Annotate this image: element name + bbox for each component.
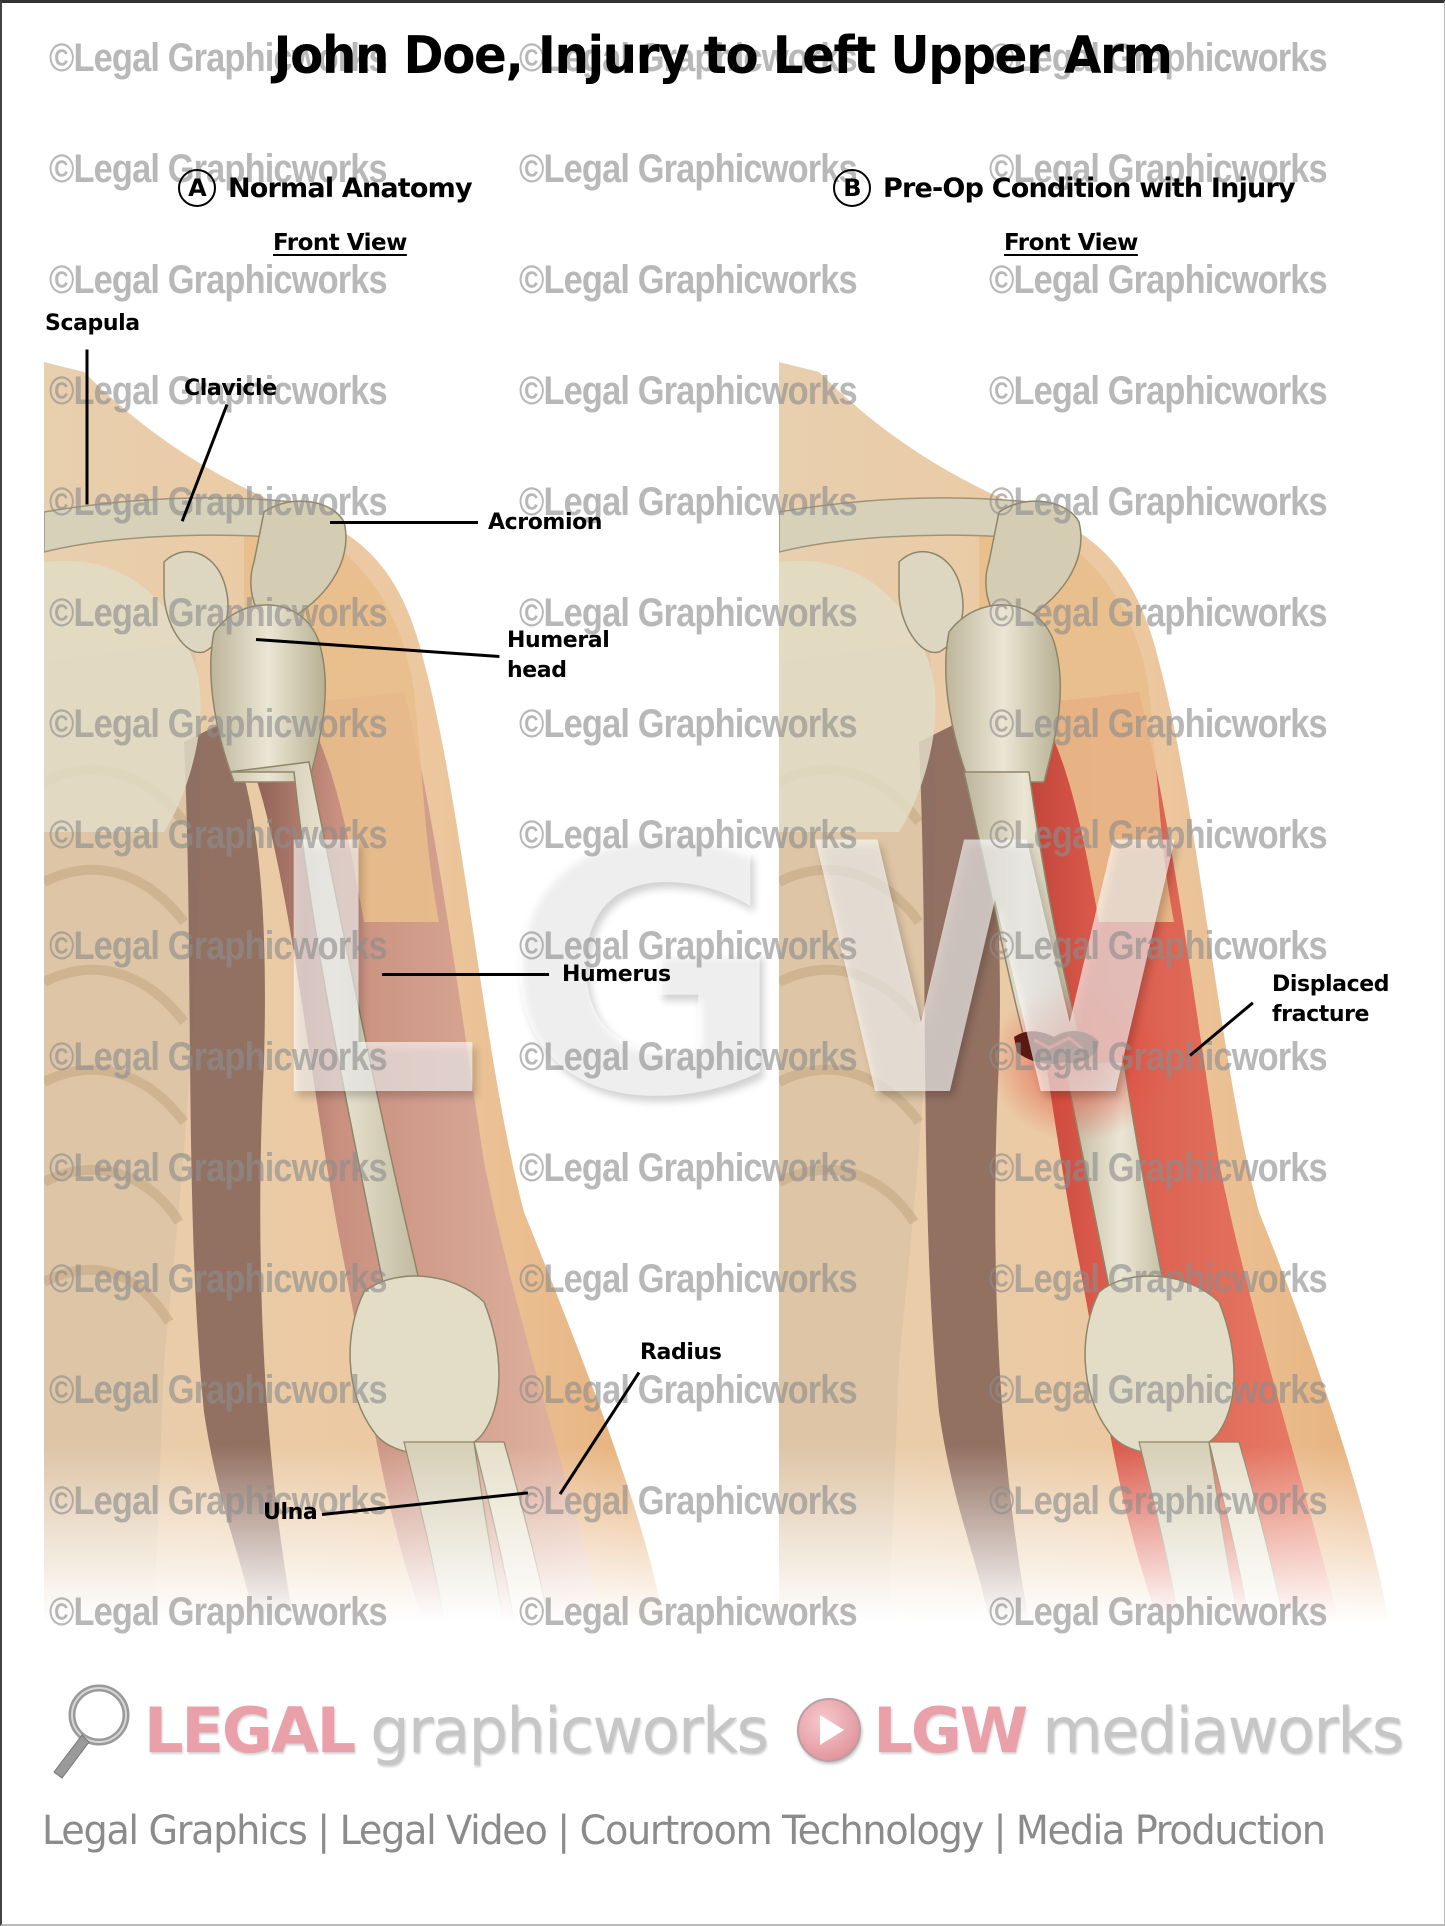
footer-brand-logos: LEGAL graphicworks LGW mediaworks (44, 1684, 1404, 1779)
injury-illustration (779, 362, 1404, 1622)
panel-a-view-label: Front View (273, 230, 407, 256)
label-acromion: Acromion (488, 510, 603, 535)
footer-tagline: Legal Graphics | Legal Video | Courtroom… (42, 1808, 1326, 1854)
magnifying-glass-icon (44, 1680, 134, 1780)
brand-legal: LEGAL (144, 1693, 356, 1767)
arm-illustration-fracture (779, 362, 1404, 1622)
brand-lgw: LGW (873, 1693, 1028, 1767)
play-icon (797, 1698, 862, 1762)
page-title: John Doe, Injury to Left Upper Arm (273, 26, 1173, 86)
label-humerus: Humerus (562, 962, 671, 987)
normal-anatomy-illustration (44, 362, 694, 1622)
label-radius: Radius (640, 1340, 722, 1365)
leader-line-scapula (85, 349, 89, 505)
panel-b-heading: B Pre-Op Condition with Injury (833, 169, 1296, 207)
panel-b-view-label: Front View (1004, 230, 1138, 256)
label-humeral-head: Humeral head (507, 628, 610, 683)
panel-a-heading: A Normal Anatomy (178, 169, 473, 207)
brand-mediaworks: mediaworks (1042, 1693, 1404, 1767)
label-displaced-fracture: Displaced fracture (1272, 972, 1390, 1027)
panel-b-badge: B (833, 169, 871, 207)
arm-illustration-normal (44, 362, 694, 1622)
label-clavicle: Clavicle (184, 376, 277, 401)
leader-line-humerus (382, 973, 549, 976)
label-scapula: Scapula (45, 311, 140, 336)
leader-line-acromion (330, 521, 478, 524)
panel-a-badge: A (178, 169, 216, 207)
label-ulna: Ulna (263, 1500, 318, 1525)
panel-a-title: Normal Anatomy (228, 172, 473, 204)
panel-b-title: Pre-Op Condition with Injury (883, 172, 1296, 204)
brand-graphicworks: graphicworks (370, 1693, 769, 1767)
